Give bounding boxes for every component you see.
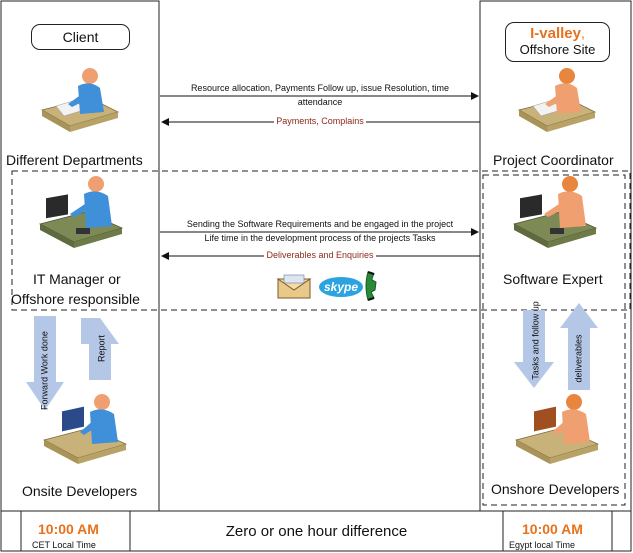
it-manager-person-icon bbox=[38, 176, 124, 248]
skype-icon: skype bbox=[319, 277, 363, 297]
it-manager-label-line2: Offshore responsible bbox=[11, 291, 140, 307]
deliverables-arrow-label: deliverables bbox=[573, 334, 584, 383]
report-arrow bbox=[81, 318, 119, 380]
onshore-label: Onshore Developers bbox=[491, 481, 620, 497]
msg-resource-line2: attendance bbox=[297, 97, 343, 107]
onsite-developer-icon bbox=[42, 394, 128, 464]
msg-requirements-line2: Life time in the development process of … bbox=[204, 233, 436, 243]
client-pill: Client bbox=[31, 24, 130, 50]
svg-text:skype: skype bbox=[324, 280, 358, 294]
offshore-site-label: Offshore Site bbox=[519, 42, 596, 58]
middle-dashed-region bbox=[11, 170, 631, 311]
client-label: Client bbox=[62, 29, 99, 45]
msg-requirements-line1: Sending the Software Requirements and be… bbox=[186, 219, 454, 229]
right-local-time: 10:00 AM bbox=[522, 521, 583, 537]
ivalley-pill: I-valley, Offshore Site bbox=[505, 22, 610, 62]
right-dashed-region bbox=[482, 174, 626, 506]
deliverables-arrow bbox=[560, 303, 598, 390]
right-time-zone: Egypt local Time bbox=[509, 540, 576, 550]
tasks-arrow bbox=[514, 310, 554, 388]
footer-band bbox=[0, 510, 632, 552]
it-manager-label-line1: IT Manager or bbox=[33, 271, 121, 287]
onshore-developer-icon bbox=[514, 394, 600, 464]
brand-logo: I-valley bbox=[530, 25, 581, 43]
tasks-label: Tasks and follow up bbox=[530, 301, 541, 380]
time-difference-label: Zero or one hour difference bbox=[225, 523, 408, 540]
forward-work-label: Forward Work done bbox=[39, 331, 50, 410]
expert-label: Software Expert bbox=[503, 271, 603, 287]
coordinator-person-icon bbox=[517, 68, 597, 132]
msg-payments: Payments, Complains bbox=[274, 116, 366, 126]
forward-work-arrow bbox=[26, 316, 64, 410]
left-local-time: 10:00 AM bbox=[38, 521, 99, 537]
report-label: Report bbox=[96, 335, 107, 363]
departments-label: Different Departments bbox=[6, 152, 143, 168]
department-person-icon bbox=[40, 68, 120, 132]
left-time-zone: CET Local Time bbox=[32, 540, 96, 550]
coordinator-label: Project Coordinator bbox=[493, 152, 614, 168]
software-expert-person-icon bbox=[512, 176, 598, 248]
phone-icon bbox=[365, 271, 377, 301]
onsite-label: Onsite Developers bbox=[22, 483, 138, 499]
envelope-icon bbox=[276, 274, 312, 299]
msg-resource-line1: Resource allocation, Payments Follow up,… bbox=[190, 83, 450, 93]
msg-deliverables: Deliverables and Enquiries bbox=[264, 250, 376, 260]
